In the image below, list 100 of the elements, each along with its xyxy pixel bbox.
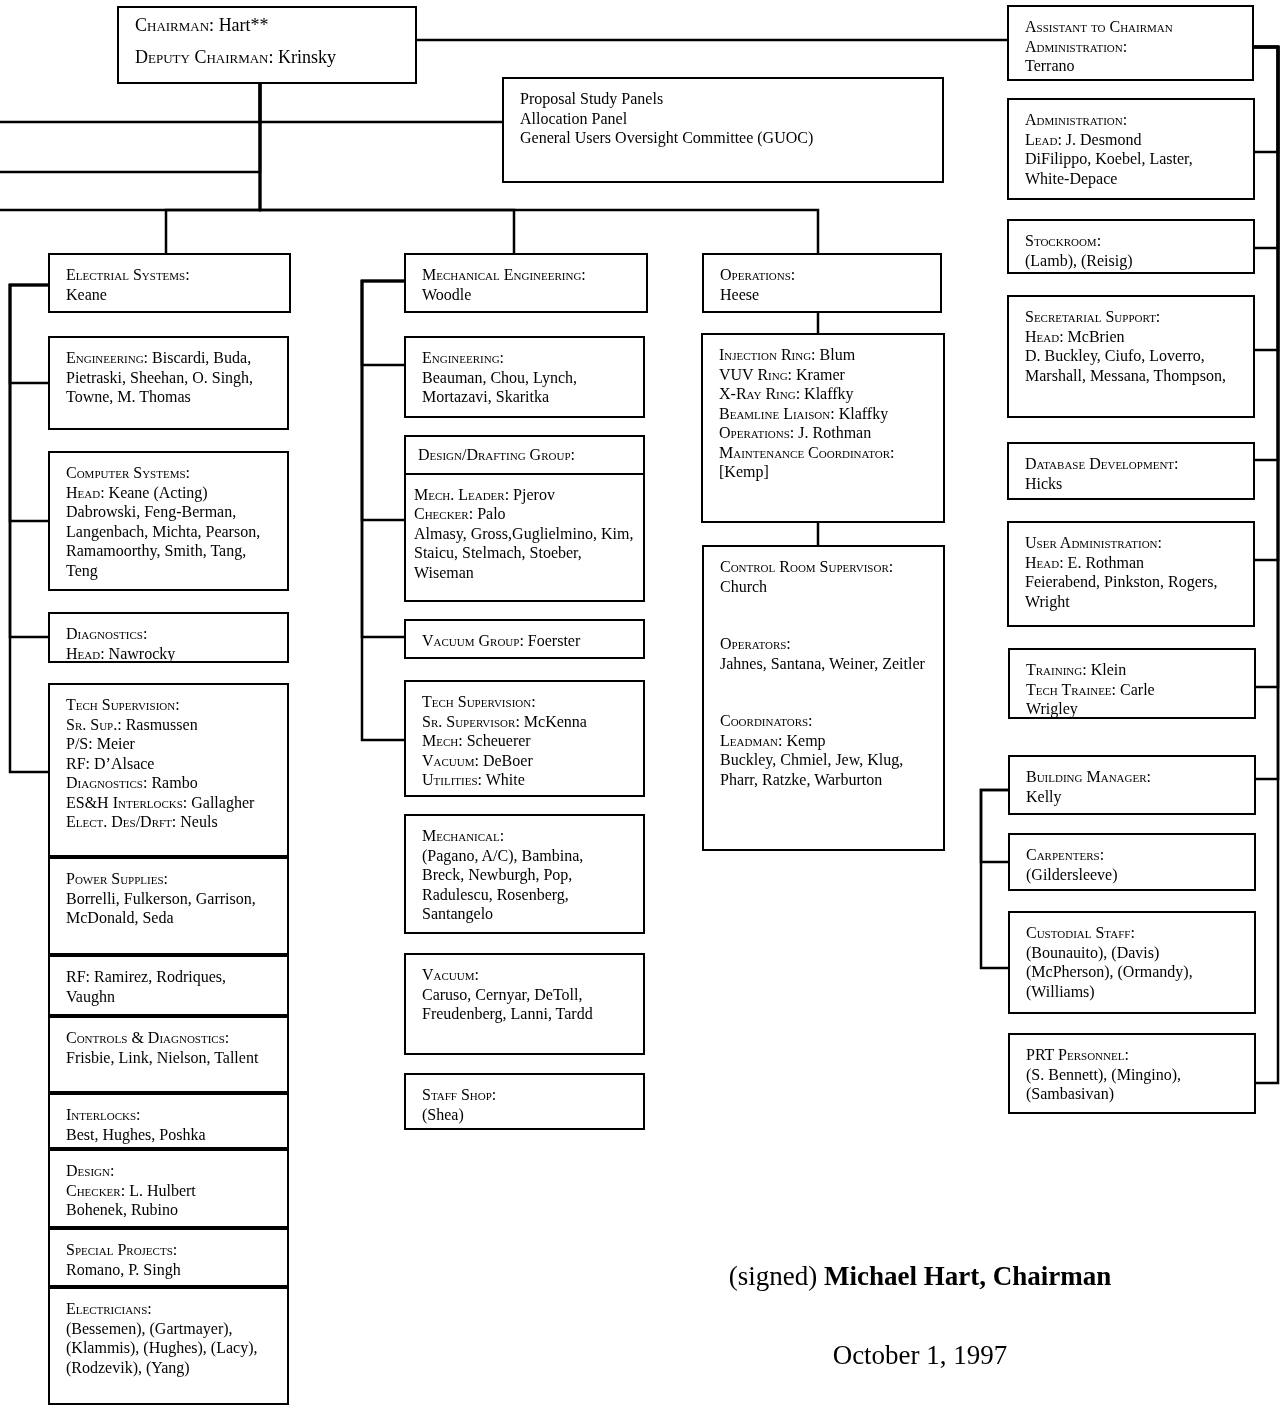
org-box [1008,833,1256,891]
staff-text: Buckley, Chmiel, Jew, Klug, Pharr, Ratzke, Warburton [720,750,905,789]
staff-text: Tech Supervision: [422,692,536,712]
org-box [404,814,645,934]
org-box [48,336,289,430]
staff-text: Elect. Des/Drft: Neuls [66,812,218,832]
staff-text: General Users Oversight Committee (GUOC) [520,128,814,148]
staff-text: Romano, P. Singh [66,1259,181,1279]
staff-text: Injection Ring: Blum [719,345,856,365]
staff-text: Keane [66,284,107,304]
staff-text: Dabrowski, Feng-Berman, Langenbach, Michta, Pearson, Ramamoorthy, Smith, Tang, Teng [66,502,262,580]
staff-text: Diagnostics: [66,624,148,644]
staff-text: Operations: J. Rothman [719,423,872,443]
staff-text: ES&H Interlocks: Gallagher [66,792,255,812]
staff-text: Vacuum: [422,965,479,985]
staff-text: (Shea) [422,1104,464,1124]
staff-text: Mechanical: [422,826,505,846]
staff-text: RF: Ramirez, Rodriques, Vaughn [66,967,227,1006]
staff-text: Terrano [1025,56,1075,76]
staff-text: Kelly [1026,786,1062,806]
org-box [701,333,945,523]
staff-text: (Pagano, A/C), Bambina, Breck, Newburgh, Pop, Radulescu, Rosenberg, Santangelo [422,845,585,924]
staff-text: Staff Shop: [422,1085,497,1105]
staff-text: Operators: [720,634,791,654]
staff-text: Training: Klein [1026,660,1127,680]
connector-line [816,313,820,333]
org-box [404,680,645,797]
staff-text: Heese [720,284,760,304]
staff-text: D. Buckley, Ciufo, Loverro, Marshall, Messana, Thompson, [1025,346,1227,385]
staff-text: VUV Ring: Kramer [719,364,845,384]
org-box [1008,755,1256,815]
org-box [404,953,645,1055]
staff-text: Administration: [1025,110,1128,130]
staff-text: RF: D’Alsace [66,753,155,773]
staff-text: Electrial Systems: [66,265,190,285]
staff-text: Utilities: White [422,770,525,790]
org-box [1007,5,1254,81]
staff-text: Building Manager: [1026,767,1151,787]
staff-text: Control Room Supervisor: Church [720,557,895,596]
staff-text: Design/Drafting Group: [418,445,575,465]
staff-text: Feierabend, Pinkston, Rogers, Wright [1025,572,1219,611]
org-box [48,1093,289,1149]
staff-text: Database Development: [1025,454,1179,474]
org-box [1007,98,1255,200]
staff-text: Maintenance Coordinator: [Kemp] [719,442,896,482]
staff-text: Sr. Sup.: Rasmussen [66,714,198,734]
org-box [48,253,291,313]
connector-line [417,38,1007,42]
staff-text: Proposal Study Panels [520,89,664,109]
staff-text: Head: Keane (Acting) [66,482,208,502]
org-box [48,683,289,857]
org-box [1008,1033,1256,1114]
staff-text: Sr. Supervisor: McKenna [422,711,587,731]
org-box [404,619,645,659]
staff-text: Woodle [422,284,472,304]
staff-text: Vacuum: DeBoer [422,750,533,770]
org-box [48,451,289,591]
org-box [117,6,417,84]
staff-text: Head: McBrien [1025,326,1125,346]
connector-line [360,279,404,742]
staff-text: Best, Hughes, Poshka [66,1124,206,1144]
staff-text: Electricians: [66,1299,152,1319]
connector-line [8,283,48,774]
staff-text: Lead: J. Desmond [1025,129,1142,149]
staff-text: Wrigley [1026,699,1078,719]
staff-text: Tech Supervision: [66,695,180,715]
staff-text: User Administration: [1025,533,1162,553]
connector-line [1254,45,1280,1085]
staff-text: P/S: Meier [66,734,135,754]
staff-text: Head: Nawrocky [66,643,176,663]
staff-text: Interlocks: [66,1105,141,1125]
staff-text: Deputy Chairman: Krinsky [135,47,336,67]
signature-text: (signed) Michael Hart, Chairman [728,1260,1112,1293]
staff-text: Caruso, Cernyar, DeToll, Freudenberg, Lanni, Tardd [422,984,594,1024]
staff-text: Diagnostics: Rambo [66,773,198,793]
staff-text: Engineering: Biscardi, Buda, Pietraski, Sheehan, O. Singh, Towne, M. Thomas [66,348,255,407]
staff-text: Secretarial Support: [1025,307,1161,327]
org-box [1008,911,1256,1014]
org-box [1007,521,1255,627]
connector-line [816,523,820,545]
staff-text: Mech: Scheuerer [422,731,531,751]
staff-text: Design: [66,1161,115,1181]
staff-text: Chairman: Hart** [135,16,269,36]
org-box [702,545,945,851]
staff-text: Operations: [720,265,796,285]
staff-text: Stockroom: [1025,231,1102,251]
org-box [48,612,289,663]
staff-text: Controls & Diagnostics: [66,1028,230,1048]
org-box [48,857,289,955]
org-box [502,77,944,183]
connector-line [258,84,820,253]
staff-text: Custodial Staff: [1026,923,1135,943]
staff-text: Checker: Palo [414,504,506,524]
staff-text: Leadman: Kemp [720,730,826,750]
staff-text: Beauman, Chou, Lynch, Mortazavi, Skaritka [422,367,579,407]
staff-text: Beamline Liaison: Klaffky [719,403,889,423]
staff-text: Almasy, Gross,Guglielmino, Kim, Staicu, Stelmach, Stoeber, Wiseman [414,523,635,582]
org-box [1007,295,1255,418]
org-box [702,253,942,313]
staff-text: Engineering: [422,348,505,368]
